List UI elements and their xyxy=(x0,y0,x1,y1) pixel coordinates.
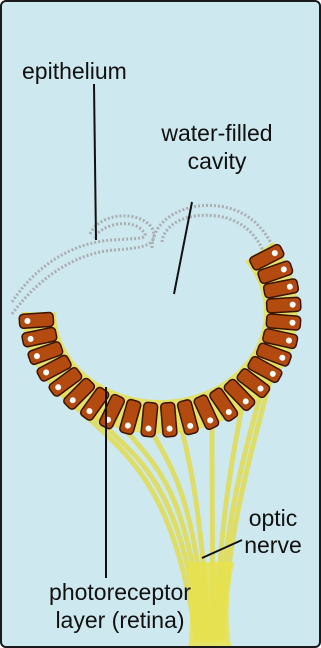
cavity-label-line2: cavity xyxy=(142,148,292,175)
optic-nerve-label-line2: nerve xyxy=(230,532,316,559)
photoreceptor-cell xyxy=(266,297,301,313)
epithelium-leader xyxy=(94,84,96,240)
photoreceptor-label-line1: photoreceptor xyxy=(2,579,238,606)
cavity-label-line1: water-filled xyxy=(142,120,292,147)
photoreceptor-cell xyxy=(19,312,54,328)
epithelium-label: epithelium xyxy=(22,58,127,85)
photoreceptor-cell xyxy=(160,402,177,437)
cavity-leader xyxy=(174,202,192,294)
photoreceptor-cell xyxy=(141,402,158,437)
epithelium-layer xyxy=(12,205,280,314)
photoreceptor-cell xyxy=(266,314,301,331)
optic-nerve-label-line1: optic xyxy=(230,505,316,532)
photoreceptor-label-line2: layer (retina) xyxy=(2,607,238,634)
